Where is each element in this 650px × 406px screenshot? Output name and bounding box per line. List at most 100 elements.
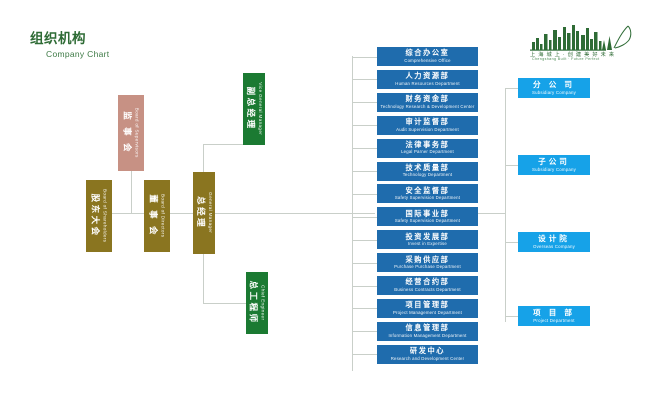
department-name-en: Information Management Department xyxy=(388,332,467,338)
connector-department-lead xyxy=(352,148,377,150)
department-name-en: Safety Supervision Department xyxy=(394,195,461,201)
department-name-en: Invest in Expertise xyxy=(408,241,447,247)
page-title-en: Company Chart xyxy=(46,48,110,59)
department-name-en: Human Resources Department xyxy=(395,80,460,86)
node-board-of-shareholders[interactable]: Board of Shareholders 股东大会 xyxy=(86,180,112,252)
connector-department-lead xyxy=(352,331,377,333)
department-name-en: Research and Development Center xyxy=(390,355,465,361)
node-cn-board-of-shareholders: 股东大会 xyxy=(90,193,101,238)
node-en-board-of-shareholders: Board of Shareholders xyxy=(102,189,108,243)
department-name-cn: 项目管理部 xyxy=(405,300,450,310)
node-chief-engineer[interactable]: Chief Engineer 总工程师 xyxy=(246,272,268,334)
connector-subsidiary-lead xyxy=(505,88,518,89)
department-name-en: Technology Department xyxy=(402,172,453,178)
node-label-board-of-directors: Board of Directors 董 事 会 xyxy=(148,194,166,238)
page-title-cn: 组织机构 xyxy=(30,31,86,46)
node-cn-chief-engineer: 总工程师 xyxy=(248,280,259,325)
subsidiary-name-cn: 设计院 xyxy=(538,233,570,243)
node-cn-general-manager: 总经理 xyxy=(195,196,206,230)
connector-department-lead xyxy=(352,171,377,172)
department-name-en: Business Contracts Department xyxy=(394,286,461,292)
node-en-vice-general-manager: Vice General Manager xyxy=(257,82,263,136)
connector-to-subsidiary-bus xyxy=(478,213,505,214)
connector-vgm-arm xyxy=(203,144,255,145)
connector-subsidiary-lead xyxy=(505,316,518,317)
department-name-cn: 审计监督部 xyxy=(405,117,450,127)
department-name-cn: 技术质量部 xyxy=(405,162,450,172)
connector-department-lead xyxy=(352,262,377,264)
connector-department-lead xyxy=(352,102,377,104)
node-label-chief-engineer: Chief Engineer 总工程师 xyxy=(248,280,266,325)
connector-department-lead xyxy=(352,56,377,58)
node-cn-vice-general-manager: 副总经理 xyxy=(245,86,256,131)
department-name-cn: 人力资源部 xyxy=(405,71,450,81)
subsidiary-name-en: Project Department xyxy=(533,317,575,323)
department-name-en: Purchase Purchase Department xyxy=(394,263,461,269)
department-name-en: Project Management Department xyxy=(392,309,463,315)
company-logo: 上 海 城 上 · 创 建 美 好 未 来 Chengshang Built ·… xyxy=(518,22,640,64)
department-name-en: Audit Supervision Department xyxy=(396,126,459,132)
department-name-cn: 财务资金部 xyxy=(405,94,450,104)
subsidiary-name-en: Subsidiary Company xyxy=(531,89,577,95)
node-label-general-manager: General Manager 总经理 xyxy=(195,192,213,234)
department-name-cn: 法律事务部 xyxy=(405,140,450,150)
connector-department-lead xyxy=(352,239,377,241)
node-en-chief-engineer: Chief Engineer xyxy=(260,285,266,321)
connector-department-lead xyxy=(352,193,377,195)
connector-department-lead xyxy=(352,125,377,127)
node-label-board-of-supervisors: Board of Supervisors 监 事 会 xyxy=(122,108,140,158)
connector-department-lead xyxy=(352,354,377,356)
department-name-cn: 研发中心 xyxy=(409,346,446,356)
node-en-general-manager: General Manager xyxy=(207,192,213,234)
page-title: 组织机构 Company Chart xyxy=(30,31,109,59)
connector-department-lead xyxy=(352,79,377,81)
connector-department-lead xyxy=(352,308,377,310)
node-en-board-of-directors: Board of Directors xyxy=(160,194,166,238)
node-vice-general-manager[interactable]: Vice General Manager 副总经理 xyxy=(243,73,265,145)
node-board-of-supervisors[interactable]: Board of Supervisors 监 事 会 xyxy=(118,95,144,171)
connector-supervisors-down xyxy=(131,170,132,185)
connector-department-lead xyxy=(352,285,377,287)
node-en-board-of-supervisors: Board of Supervisors xyxy=(134,108,140,158)
department-name-en: Comprehensive Office xyxy=(404,57,451,63)
subsidiary-name-cn: 项 目 部 xyxy=(532,307,575,317)
node-label-board-of-shareholders: Board of Shareholders 股东大会 xyxy=(90,189,108,243)
department-name-en: Safety Supervision Department xyxy=(394,218,461,224)
connector-ce-arm xyxy=(203,303,258,304)
node-board-of-directors[interactable]: Board of Directors 董 事 会 xyxy=(144,180,170,252)
node-general-manager[interactable]: General Manager 总经理 xyxy=(193,172,215,254)
connector-subsidiary-lead xyxy=(505,165,518,166)
connector-subsidiary-lead xyxy=(505,242,518,243)
subsidiary-name-cn: 子公司 xyxy=(538,156,570,166)
connector-ce-riser xyxy=(203,222,204,303)
logo-caption-cn: 上 海 城 上 · 创 建 美 好 未 来 xyxy=(530,52,615,58)
department-name-cn: 经营合约部 xyxy=(405,277,450,287)
department-name-cn: 采购供应部 xyxy=(405,254,450,264)
department-name-cn: 投资发展部 xyxy=(405,231,450,241)
node-cn-board-of-supervisors: 监 事 会 xyxy=(122,111,133,155)
department-name-cn: 综合办公室 xyxy=(405,48,450,58)
connector-department-lead xyxy=(352,216,377,218)
city-skyline-icon xyxy=(530,25,632,51)
connector-subsidiary-bus xyxy=(505,88,506,322)
subsidiary-name-en: Overseas Company xyxy=(533,243,575,249)
